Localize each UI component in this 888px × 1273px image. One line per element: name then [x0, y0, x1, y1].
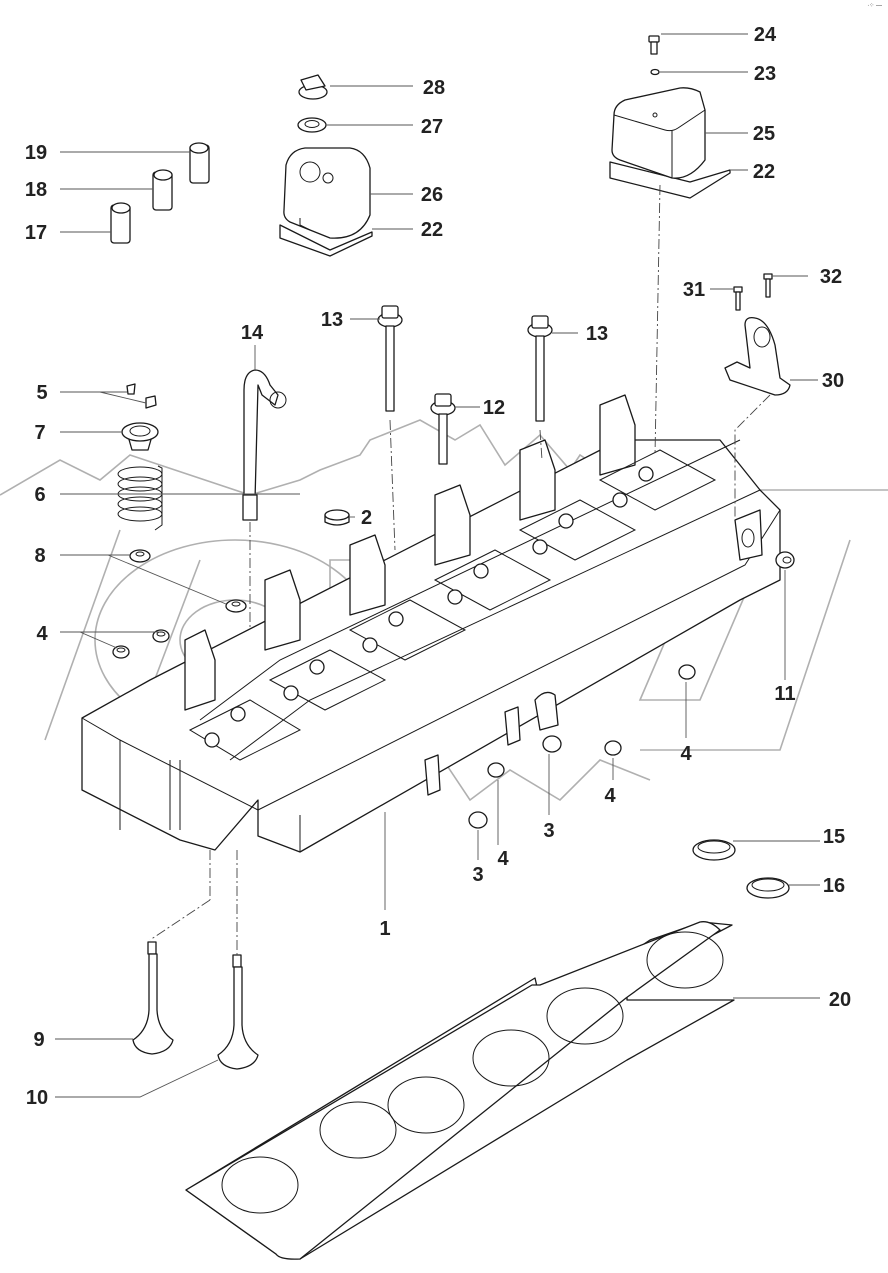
- plug-4-left-a[interactable]: [112, 645, 130, 659]
- cylinder-pockets: [188, 449, 717, 761]
- callout-24: 24: [754, 24, 777, 46]
- valve-seat-ring-15[interactable]: [692, 839, 736, 861]
- rocker-cover-25[interactable]: [609, 87, 731, 199]
- callout-15: 15: [823, 826, 845, 848]
- o-ring-23[interactable]: [650, 68, 660, 76]
- assembly-centerlines: [149, 184, 771, 955]
- callout-18: 18: [25, 179, 47, 201]
- callout-28: 28: [423, 77, 445, 99]
- callout-1: 1: [379, 918, 390, 940]
- callout-14: 14: [241, 322, 264, 344]
- filler-cap-28[interactable]: [298, 74, 328, 100]
- callout-labels: 1 2 3 3 4 4 4 4 5 6 7 8 9 10 11 12 13 13…: [25, 24, 851, 1109]
- rocker-cover-26[interactable]: [279, 147, 373, 257]
- plug-4-middle[interactable]: [604, 740, 622, 756]
- valve-guide-17[interactable]: [110, 202, 131, 244]
- callout-25: 25: [753, 123, 775, 145]
- bracket-screw-32[interactable]: [763, 273, 773, 298]
- callout-3: 3: [543, 820, 554, 842]
- valve-tips: [204, 466, 654, 748]
- breather-pipe-14[interactable]: [242, 369, 287, 521]
- valve-seat-ring-16[interactable]: [746, 877, 790, 899]
- plug-4-left-b[interactable]: [152, 629, 170, 643]
- callout-9: 9: [33, 1029, 44, 1051]
- leader-lines: [55, 33, 820, 1098]
- callout-10: 10: [26, 1087, 48, 1109]
- plug-4-right[interactable]: [678, 664, 696, 680]
- callout-12: 12: [483, 397, 505, 419]
- valve-guide-18[interactable]: [152, 169, 173, 211]
- plug-4-lower[interactable]: [487, 762, 505, 778]
- callout-31: 31: [683, 279, 705, 301]
- head-gasket-20[interactable]: [185, 921, 735, 1260]
- threaded-plug-11[interactable]: [775, 551, 795, 569]
- corner-mark: ·⁘ —: [867, 3, 882, 9]
- callout-4: 4: [604, 785, 616, 807]
- callout-16: 16: [823, 875, 845, 897]
- callout-2: 2: [361, 507, 372, 529]
- callout-22: 22: [421, 219, 443, 241]
- intake-valve-9[interactable]: [132, 941, 174, 1055]
- cylinder-head-1[interactable]: [81, 394, 781, 853]
- head-bolt-13-left[interactable]: [377, 305, 403, 412]
- callout-20: 20: [829, 989, 851, 1011]
- exhaust-valve-10[interactable]: [217, 954, 259, 1070]
- callout-13: 13: [321, 309, 343, 331]
- sealing-cap-2[interactable]: [324, 509, 350, 526]
- callout-4: 4: [680, 743, 692, 765]
- callout-4: 4: [497, 848, 509, 870]
- callout-13: 13: [586, 323, 608, 345]
- callout-17: 17: [25, 222, 47, 244]
- valve-stem-seal-8[interactable]: [129, 549, 247, 613]
- plug-3-middle[interactable]: [542, 735, 562, 753]
- spring-retainer-7[interactable]: [121, 422, 159, 451]
- filler-seal-27[interactable]: [297, 117, 327, 133]
- callout-8: 8: [34, 545, 45, 567]
- rocker-pedestals: [184, 394, 636, 711]
- callout-3: 3: [472, 864, 483, 886]
- callout-4: 4: [36, 623, 48, 645]
- valve-keepers-5[interactable]: [126, 383, 157, 409]
- short-bolt-12[interactable]: [430, 393, 456, 465]
- valve-spring-6[interactable]: [117, 465, 163, 531]
- cover-screw-24[interactable]: [648, 35, 660, 55]
- callout-27: 27: [421, 116, 443, 138]
- lifting-bracket-30[interactable]: [724, 317, 791, 396]
- callout-19: 19: [25, 142, 47, 164]
- callout-5: 5: [36, 382, 47, 404]
- valve-guide-19[interactable]: [189, 142, 210, 184]
- callout-23: 23: [754, 63, 776, 85]
- callout-30: 30: [822, 370, 844, 392]
- callout-26: 26: [421, 184, 443, 206]
- callout-6: 6: [34, 484, 45, 506]
- callout-11: 11: [774, 683, 795, 705]
- callout-32: 32: [820, 266, 842, 288]
- callout-7: 7: [34, 422, 45, 444]
- callout-22: 22: [753, 161, 775, 183]
- plug-3-lower[interactable]: [468, 811, 488, 829]
- head-bolt-13-right[interactable]: [527, 315, 553, 422]
- bracket-screw-31[interactable]: [733, 286, 743, 311]
